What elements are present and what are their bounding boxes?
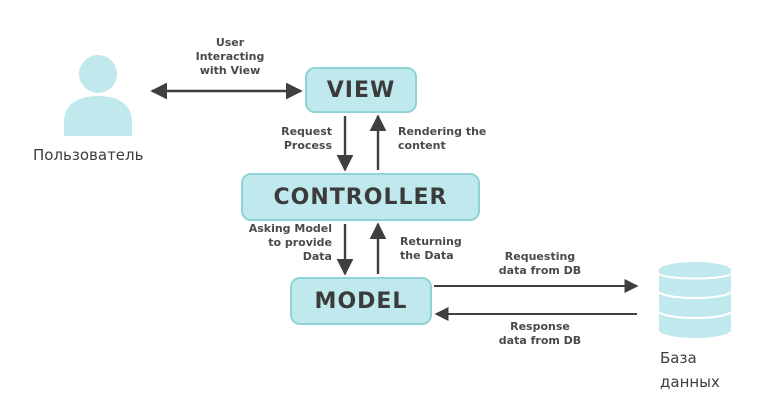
user-view-label: User Interacting with View <box>195 36 265 77</box>
asking-model-label: Asking Model to provide Data <box>248 222 332 263</box>
view-node-label: VIEW <box>326 77 396 103</box>
rendering-label: Rendering the content <box>398 125 487 152</box>
model-node: MODEL <box>290 277 432 325</box>
controller-node: CONTROLLER <box>241 173 480 221</box>
database-icon <box>658 262 732 338</box>
controller-node-label: CONTROLLER <box>273 184 448 210</box>
request-process-label: Request Process <box>281 125 332 152</box>
returning-label: Returning the Data <box>400 235 462 262</box>
user-caption: Пользователь <box>33 146 144 164</box>
model-node-label: MODEL <box>314 288 408 314</box>
user-icon <box>64 55 132 136</box>
response-db-label: Response data from DB <box>498 320 582 347</box>
requesting-db-label: Requesting data from DB <box>498 250 582 277</box>
view-node: VIEW <box>305 67 417 113</box>
